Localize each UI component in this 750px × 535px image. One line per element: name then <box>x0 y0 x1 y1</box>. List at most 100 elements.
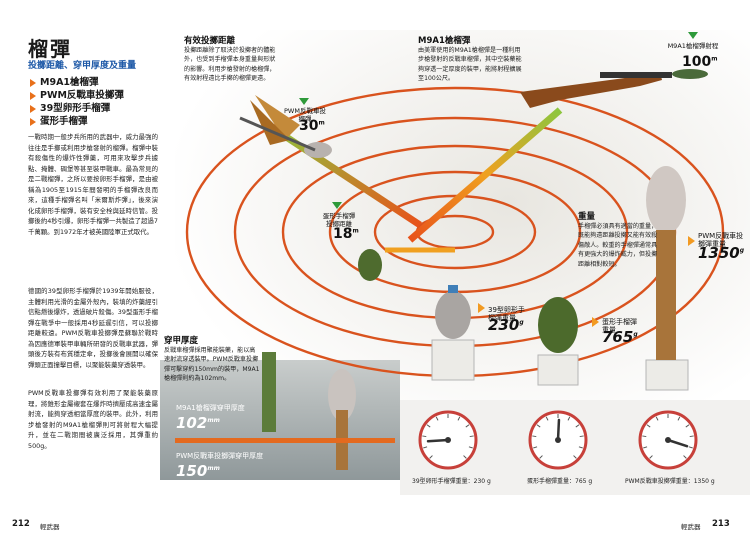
gauge-tick <box>423 446 428 449</box>
gauge-tick <box>567 416 571 421</box>
intro-paragraph: 一戰時期一般步兵所用的武器中，威力最強的往往是手擲或利用步槍發射的榴彈。榴彈中裝… <box>28 133 158 236</box>
gauge-tick <box>539 455 543 459</box>
pwm-armor-value: 150mm <box>176 462 220 480</box>
armor-ruler <box>175 438 395 443</box>
weight-heading: 重量 <box>578 212 596 222</box>
pwm-flying-illustration <box>239 95 332 158</box>
egg-weight-label: 蛋形手榴彈重量 <box>602 318 637 334</box>
pwm-armor-label: PWM反戰車投擲彈穿甲厚度 <box>176 452 264 460</box>
gauge-tick <box>573 455 577 459</box>
gauge-tick <box>468 446 473 449</box>
gauge-hub <box>445 437 451 443</box>
body-paragraph-3: PWM反戰車投擲彈有效利用了聚能裝藥原理，將錐形金屬襯套在爆炸時擠壓成高速金屬射… <box>28 389 158 450</box>
gauge-tick <box>533 446 538 449</box>
m9a1-heading: M9A1槍榴彈 <box>418 36 471 46</box>
gauge-tick <box>463 455 467 459</box>
egg-range-label: 蛋形手榴彈投擲距離 <box>322 212 356 228</box>
m9a1-range-value: 100m <box>682 54 718 70</box>
gauge-tick <box>575 424 580 428</box>
pwm-range-label: PWM反戰車投擲彈 <box>284 107 326 123</box>
gauge-tick <box>578 446 583 449</box>
range-marker-icon <box>332 202 342 209</box>
gauge-caption: 39型卵形手榴彈重量：230 g <box>412 478 491 485</box>
egg-range-value: 18m <box>333 226 359 242</box>
range-heading: 有效投擲距離 <box>184 36 236 46</box>
weapon-list-item: 蛋形手榴彈 <box>30 115 124 128</box>
pwm-weight-value: 1350g <box>698 244 745 262</box>
m9a1-note: 由美軍使用的M9A1槍榴彈是一種利用步槍發射的反戰車榴彈，其中空裝藥能夠穿透一定… <box>418 47 522 83</box>
gauge-hub <box>665 437 671 443</box>
weight-marker-icon <box>478 303 485 313</box>
weapon-list-item: 39型卵形手榴彈 <box>30 102 124 115</box>
pedestal-egg <box>537 297 579 386</box>
weapon-list: M9A1槍榴彈 PWM反戰車投擲彈 39型卵形手榴彈 蛋形手榴彈 <box>30 76 124 128</box>
range-marker-icon <box>688 32 698 39</box>
gauge-tick <box>457 416 461 421</box>
gauge-tick <box>426 424 431 428</box>
page-number-right: 213 <box>712 519 730 529</box>
gauge-tick <box>643 446 648 449</box>
gauge-tick <box>655 416 659 421</box>
oval-weight-label: 39型卵形手榴彈重量 <box>488 306 525 322</box>
ground-panel <box>160 360 400 480</box>
range-note: 投擲距離除了取決於投擲者的體能外，也受到手榴彈本身重量與形狀的影響。利用步槍發射… <box>184 47 276 83</box>
footer-section-right: 輕武器 <box>681 523 701 531</box>
gauge-caption: 蛋形手榴彈重量：765 g <box>527 478 593 485</box>
m9a1-range-label: M9A1槍榴彈射程 <box>667 42 719 50</box>
weight-marker-icon <box>592 317 599 327</box>
pwm-weight-label: PWM反戰車投擲彈重量 <box>698 232 744 248</box>
body-paragraph-2: 德國的39型卵形手榴彈於1939年開始服役，主體利用光滑的金屬外殼內，裝填的炸藥… <box>28 287 158 369</box>
pwm-range-value: 30m <box>299 118 325 134</box>
gauge-needle <box>666 438 689 448</box>
gauge-tick <box>683 455 687 459</box>
armor-heading: 穿甲厚度 <box>164 336 199 346</box>
weight-marker-icon <box>688 236 695 246</box>
gauge-needle <box>426 438 450 443</box>
page-subtitle: 投擲距離、穿甲厚度及重量 <box>28 61 137 71</box>
rifle-illustration <box>520 69 708 108</box>
bullet-arrow-icon <box>30 117 36 126</box>
gauge-tick <box>532 435 537 438</box>
gauge-tick <box>422 435 427 438</box>
gauge-hub <box>555 437 561 443</box>
bullet-arrow-icon <box>30 91 36 100</box>
weapon-list-item: PWM反戰車投擲彈 <box>30 89 124 102</box>
gauge-tick <box>429 455 433 459</box>
gauge-tick <box>469 435 474 438</box>
gauge-tick <box>688 446 693 449</box>
bullet-arrow-icon <box>30 104 36 113</box>
range-marker-icon <box>299 98 309 105</box>
trajectory-m9a1 <box>407 107 563 243</box>
gauge-tick <box>649 455 653 459</box>
egg-weight-value: 765g <box>602 328 638 346</box>
gauge-tick <box>689 435 694 438</box>
gauge-tick <box>642 435 647 438</box>
gauge-tick <box>579 435 584 438</box>
gauge-tick <box>646 424 651 428</box>
gauge-tick <box>545 416 549 421</box>
gauges <box>418 410 698 470</box>
egg-grenade-small <box>358 249 382 281</box>
gauge-tick <box>536 424 541 428</box>
page-title: 榴彈 <box>28 37 72 61</box>
weight-note: 手榴彈必須具有適當的重量，既能夠遠距離投擲又能有效殺傷敵人。較重的手榴彈通常具有… <box>578 223 658 268</box>
gauge-tick <box>677 416 681 421</box>
m9a1-armor-value: 102mm <box>176 414 220 432</box>
footer-section-left: 輕武器 <box>40 523 60 531</box>
gauge-tick <box>465 424 470 428</box>
oval-weight-value: 230g <box>488 316 524 334</box>
pedestal-pwm <box>645 166 689 391</box>
gauge-tick <box>435 416 439 421</box>
weapon-list-item: M9A1槍榴彈 <box>30 76 124 89</box>
page-number-left: 212 <box>12 519 30 529</box>
ground-grenades <box>262 352 356 470</box>
m9a1-armor-label: M9A1槍榴彈穿甲厚度 <box>176 404 245 412</box>
gauge-needle <box>556 418 561 442</box>
gauge-tick <box>685 424 690 428</box>
gauge-caption: PWM反戰車投擲彈重量：1350 g <box>625 478 715 485</box>
armor-note: 反戰車榴彈採用聚能裝藥，能以高速射流穿透裝甲。PWM反戰車投擲彈可擊穿約150m… <box>164 347 260 383</box>
bullet-arrow-icon <box>30 78 36 87</box>
pedestal-oval <box>431 285 475 381</box>
